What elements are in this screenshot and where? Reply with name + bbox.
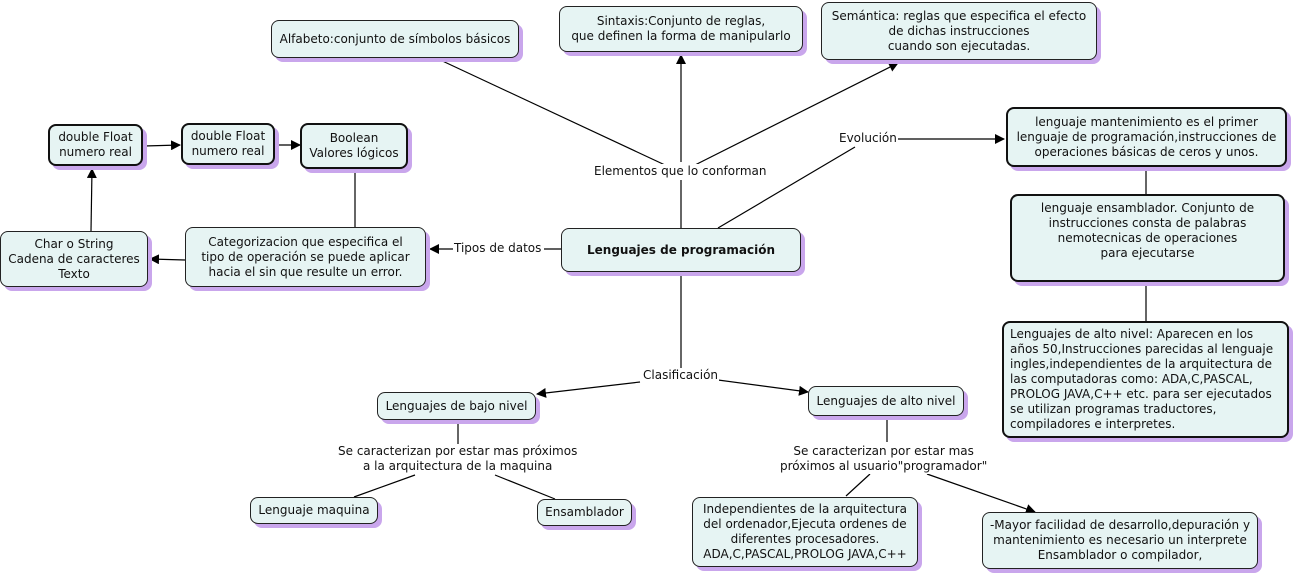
link-lowdesc-assembler bbox=[494, 474, 556, 500]
node-machine-language[interactable]: Lenguaje maquina bbox=[250, 497, 378, 524]
node-high-level-evolution[interactable]: Lenguajes de alto nivel: Aparecen en los… bbox=[1002, 321, 1289, 438]
label-elements: Elementos que lo conforman bbox=[593, 164, 768, 179]
node-categorization[interactable]: Categorizacion que especifica el tipo de… bbox=[185, 227, 426, 287]
link-classification-lowlevel bbox=[536, 381, 641, 398]
link-classification-highlevel bbox=[717, 379, 809, 396]
node-assembler-evolution[interactable]: lenguaje ensamblador. Conjunto de instru… bbox=[1010, 194, 1285, 282]
link-char-double1 bbox=[86, 168, 97, 232]
label-low-level-description: Se caracterizan por estar mas próximos a… bbox=[337, 444, 579, 474]
label-high-level-description: Se caracterizan por estar mas próximos a… bbox=[779, 444, 989, 474]
node-assembler[interactable]: Ensamblador bbox=[537, 499, 632, 526]
node-char-string[interactable]: Char o String Cadena de caracteres Texto bbox=[0, 231, 148, 287]
node-semantics[interactable]: Semántica: reglas que especifica el efec… bbox=[821, 2, 1097, 60]
link-central-evolution bbox=[717, 146, 856, 229]
node-independent-architecture[interactable]: Independientes de la arquitectura del or… bbox=[692, 497, 918, 567]
central-node-programming-languages[interactable]: Lenguajes de programación bbox=[561, 228, 801, 272]
node-high-level-languages[interactable]: Lenguajes de alto nivel bbox=[808, 386, 964, 416]
node-boolean[interactable]: Boolean Valores lógicos bbox=[300, 123, 408, 169]
node-advantages[interactable]: -Mayor facilidad de desarrollo,depuració… bbox=[982, 512, 1258, 569]
link-elements-semantics bbox=[694, 62, 899, 166]
node-double-float-1[interactable]: double Float numero real bbox=[48, 124, 143, 166]
label-data-types: Tipos de datos bbox=[453, 241, 543, 256]
link-categorization-char bbox=[149, 254, 186, 265]
node-double-float-2[interactable]: double Float numero real bbox=[181, 123, 275, 165]
link-highdesc-independent bbox=[845, 473, 871, 497]
link-lowdesc-machine bbox=[353, 474, 416, 498]
node-low-level-languages[interactable]: Lenguajes de bajo nivel bbox=[377, 392, 536, 420]
node-machine-language-evolution[interactable]: lenguaje mantenimiento es el primer leng… bbox=[1006, 107, 1287, 167]
node-alphabet[interactable]: Alfabeto:conjunto de símbolos básicos bbox=[271, 20, 519, 58]
link-highdesc-advantages bbox=[926, 473, 1036, 514]
link-double1-double2 bbox=[143, 140, 181, 151]
label-classification: Clasificación bbox=[642, 368, 720, 383]
node-syntax[interactable]: Sintaxis:Conjunto de reglas, que definen… bbox=[559, 6, 803, 52]
label-evolution: Evolución bbox=[838, 131, 898, 146]
link-elements-alphabet bbox=[435, 57, 666, 166]
